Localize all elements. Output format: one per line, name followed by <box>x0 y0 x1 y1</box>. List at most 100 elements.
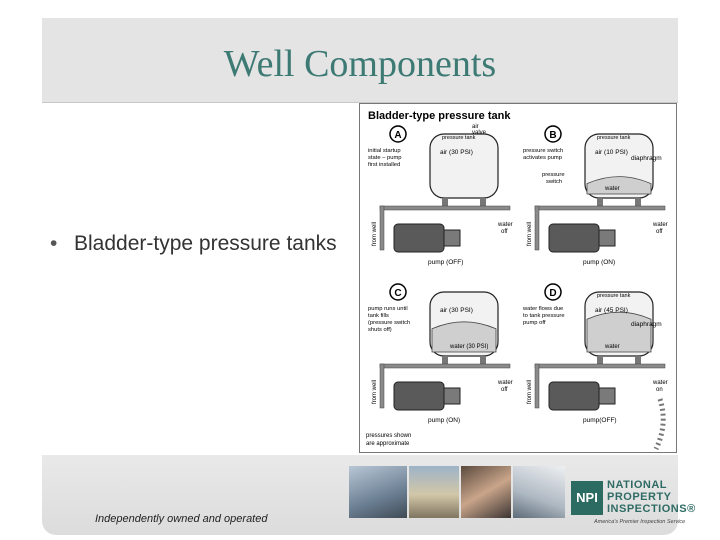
tap-label-1: water <box>652 222 668 228</box>
pump-motor <box>598 387 616 405</box>
panel-letter-circle <box>389 125 407 143</box>
bullet-icon: • <box>50 232 58 255</box>
panel-caption-line: pump off <box>523 320 546 326</box>
bullet-list: • Bladder-type pressure tanks <box>50 231 340 258</box>
tank-air-label: air (45 PSI) <box>595 307 628 314</box>
tank-air-label: air (30 PSI) <box>440 149 473 156</box>
panel-caption-line: tank fills <box>368 313 389 319</box>
from-well-label: from well <box>527 222 533 246</box>
slide-title: Well Components <box>223 43 497 85</box>
tap-label-1: water <box>652 380 668 386</box>
supply-pipe <box>534 205 666 211</box>
supply-pipe <box>379 363 511 369</box>
tank-leg <box>597 198 603 206</box>
tap-label-2: off <box>656 229 663 235</box>
npi-logo-text: NATIONAL PROPERTY INSPECTIONS® <box>607 479 696 515</box>
panel-letter: D <box>549 288 556 299</box>
well-pipe <box>379 363 385 409</box>
footer-tagline: Independently owned and operated <box>95 513 268 525</box>
pump-motor <box>598 229 616 247</box>
pump-body <box>393 223 445 253</box>
pressure-switch-label-2: switch <box>546 179 562 185</box>
pump-motor <box>443 229 461 247</box>
panel-caption-line: first installed <box>368 162 400 168</box>
pump-body <box>548 223 600 253</box>
tank-top-label: pressure tank <box>442 135 476 141</box>
footnote-line-1: pressures shown <box>366 433 411 439</box>
title-band: Well Components <box>42 18 678 102</box>
panel-caption-line: pressure switch <box>523 148 563 154</box>
panel-caption-line: (pressure switch <box>368 320 410 326</box>
tank-leg <box>480 356 486 364</box>
tank-top-label: pressure tank <box>597 293 631 299</box>
pump-label: pump(OFF) <box>583 417 617 424</box>
logo-subtitle: America's Premier Inspection Service <box>594 519 686 525</box>
tap-label-1: water <box>497 380 513 386</box>
water-flow-icon <box>653 398 666 451</box>
panel-caption-line: pump runs until <box>368 306 408 312</box>
panel-caption-line: to tank pressure <box>523 313 565 319</box>
tank-water-label: water <box>604 186 620 192</box>
title-divider <box>42 102 678 103</box>
panel-letter: B <box>549 130 556 141</box>
tank-leg <box>635 356 641 364</box>
tank-leg <box>480 198 486 206</box>
tank-leg <box>635 198 641 206</box>
panel-caption-line: water flows due <box>522 306 563 312</box>
from-well-label: from well <box>527 380 533 404</box>
panel-letter-circle <box>544 283 562 301</box>
tap-label-2: off <box>501 229 508 235</box>
panel-caption-line: activates pump <box>523 155 562 161</box>
tank-leg <box>597 356 603 364</box>
logo-line-2: PROPERTY <box>607 491 672 503</box>
tank-water-label: water (30 PSI) <box>449 344 488 350</box>
pump-label: pump (ON) <box>428 417 460 424</box>
panel-caption-line: state – pump <box>368 155 402 161</box>
pressure-switch-label-1: pressure <box>542 172 565 178</box>
pump-label: pump (OFF) <box>428 259 463 266</box>
diaphragm-label-bottom: diaphragm <box>631 321 662 328</box>
supply-pipe <box>379 205 511 211</box>
panel-caption-line: shuts off) <box>368 327 392 333</box>
npi-logo-mark: NPI <box>571 481 603 515</box>
footer-photo-building <box>349 466 407 518</box>
tank-leg <box>442 198 448 206</box>
from-well-label: from well <box>372 380 378 404</box>
tank-water <box>586 311 652 353</box>
tap-label-2: on <box>656 387 663 393</box>
footnote-line-2: are approximate <box>366 441 410 447</box>
pump-label: pump (ON) <box>583 259 615 266</box>
panel-letter-circle <box>389 283 407 301</box>
well-pipe <box>379 205 385 251</box>
from-well-label: from well <box>372 222 378 246</box>
pump-motor <box>443 387 461 405</box>
tank-body <box>429 133 499 199</box>
pump-body <box>548 381 600 411</box>
panel-caption-line: initial startup <box>368 148 401 154</box>
tank-water <box>586 176 652 195</box>
tank-air-label: air (10 PSI) <box>595 149 628 156</box>
supply-pipe <box>534 363 666 369</box>
footer-photo-house <box>409 466 459 518</box>
bullet-item: Bladder-type pressure tanks <box>74 232 337 255</box>
tank-air-label: air (30 PSI) <box>440 307 473 314</box>
pump-body <box>393 381 445 411</box>
footer-photo-report <box>513 466 565 518</box>
well-pipe <box>534 205 540 251</box>
panel-letter: C <box>394 288 401 299</box>
tank-water <box>431 321 497 353</box>
diaphragm-label-top: diaphragm <box>631 155 662 162</box>
air-valve-label-1: air <box>472 124 479 130</box>
panel-letter: A <box>394 130 401 141</box>
tap-label-2: off <box>501 387 508 393</box>
diagram-heading: Bladder-type pressure tank <box>368 110 511 122</box>
footer-photo-people <box>461 466 511 518</box>
panel-letter-circle <box>544 125 562 143</box>
tap-label-1: water <box>497 222 513 228</box>
well-pipe <box>534 363 540 409</box>
tank-leg <box>442 356 448 364</box>
air-valve-label-2: valve <box>472 130 487 136</box>
